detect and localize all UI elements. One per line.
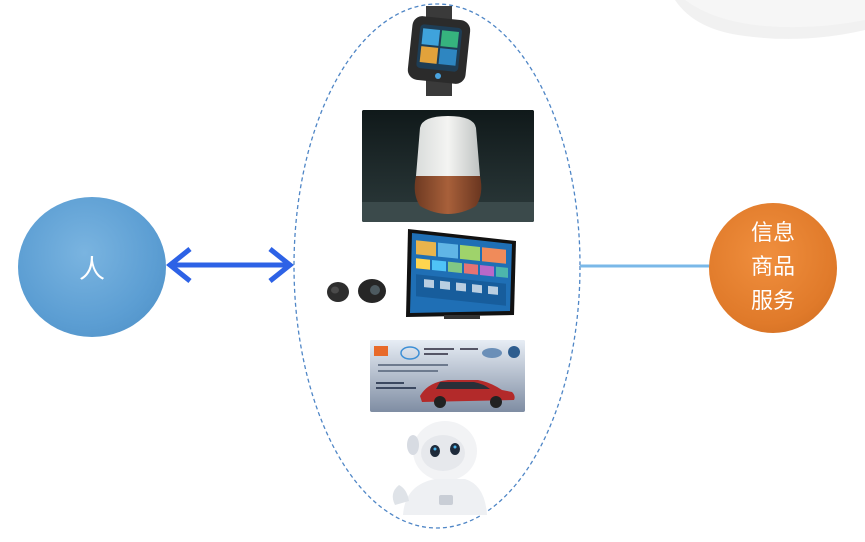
person-node: 人 (18, 197, 166, 337)
service-line-goods: 商品 (750, 255, 795, 280)
smartwatch-icon (407, 6, 471, 96)
service-node: 信息 商品 服务 (709, 203, 837, 333)
earbuds-icon (327, 279, 386, 303)
car-advertisement (370, 340, 525, 412)
service-line-info: 信息 (750, 221, 795, 246)
service-line-service: 服务 (750, 289, 795, 314)
person-label: 人 (78, 254, 105, 285)
double-arrow (165, 247, 295, 283)
robot-icon (392, 421, 487, 515)
car-ad-icon (370, 340, 525, 412)
smart-speaker-icon (362, 110, 534, 222)
smart-tv-icon (406, 229, 516, 319)
decorative-brush-shape (675, 0, 865, 39)
service-connector-line (580, 264, 715, 268)
smart-speaker-photo (362, 110, 534, 222)
